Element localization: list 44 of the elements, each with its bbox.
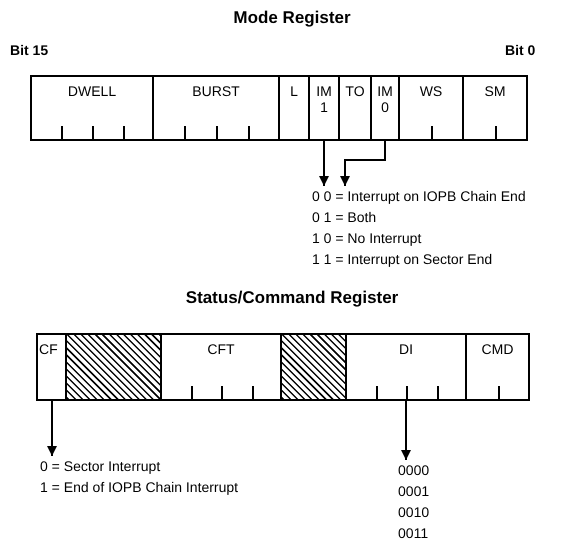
register-field: [462, 75, 528, 141]
value-description: 0 = Sector Interrupt: [40, 457, 162, 476]
register-field: [345, 333, 467, 401]
register-field: [30, 75, 154, 141]
register-title: Status/Command Register: [186, 288, 398, 308]
value-description: 0 0 = Interrupt on IOPB Chain End: [312, 187, 527, 206]
field-label: TO: [345, 83, 365, 99]
value-description: 0010: [398, 503, 430, 522]
field-label: IM 1: [315, 83, 333, 115]
field-label: CF: [39, 341, 58, 357]
hatched-field: [280, 333, 347, 401]
register-field: [370, 75, 400, 141]
field-label: CMD: [482, 341, 514, 357]
field-label: L: [290, 83, 298, 99]
register-title: Mode Register: [233, 8, 351, 28]
bit-label: Bit 0: [505, 42, 536, 58]
register-field: [278, 75, 310, 141]
field-label: DWELL: [68, 83, 116, 99]
arrow: [340, 141, 386, 186]
value-description: 0001: [398, 482, 430, 501]
hatched-field: [65, 333, 162, 401]
register-field: [338, 75, 372, 141]
value-description: 0011: [398, 524, 430, 543]
field-label: IM 0: [376, 83, 394, 115]
value-description: 0000: [398, 461, 430, 480]
field-label: CFT: [207, 341, 235, 357]
value-description: 0 1 = Both: [312, 208, 378, 227]
bit-label: Bit 15: [10, 42, 48, 58]
field-label: SM: [484, 83, 506, 99]
register-field: [160, 333, 282, 401]
arrow: [47, 401, 57, 456]
value-description: 1 0 = No Interrupt: [312, 229, 422, 248]
value-description: 1 = End of IOPB Chain Interrupt: [40, 478, 240, 497]
field-label: DI: [399, 341, 413, 357]
field-label: BURST: [192, 83, 240, 99]
arrow: [401, 401, 411, 460]
register-field: [152, 75, 280, 141]
register-field: [36, 333, 67, 401]
register-field: [308, 75, 340, 141]
register-field: [398, 75, 464, 141]
field-label: WS: [420, 83, 442, 99]
arrow: [319, 141, 329, 186]
value-description: 1 1 = Interrupt on Sector End: [312, 250, 494, 269]
register-field: [465, 333, 530, 401]
